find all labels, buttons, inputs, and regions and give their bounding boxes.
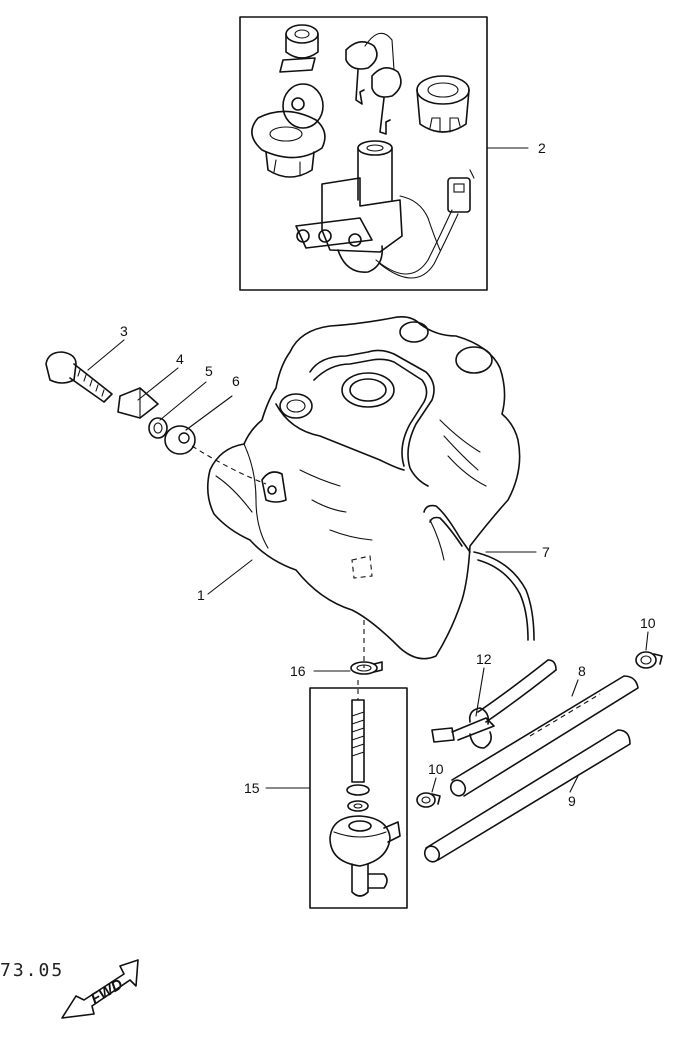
callout-3: 3: [120, 323, 128, 339]
lock-set-frame: [239, 16, 488, 291]
page-code: 73.05: [0, 960, 64, 981]
leader-9: [569, 775, 579, 793]
filler-cap-ring: [416, 75, 470, 133]
callout-12: 12: [476, 651, 492, 667]
callout-10-lower: 10: [428, 761, 444, 777]
callout-5: 5: [205, 363, 213, 379]
forward-direction-arrow: FWD: [61, 959, 139, 1019]
leader-1: [207, 559, 253, 595]
lock-set-group: 2: [239, 16, 546, 291]
callout-6: 6: [232, 373, 240, 389]
fuel-cap-assembly: [251, 83, 326, 178]
fuel-hose-8: [449, 675, 639, 797]
callout-10-upper: 10: [640, 615, 656, 631]
breather-hose: [473, 551, 535, 641]
callout-9: 9: [568, 793, 576, 809]
fwd-label: FWD: [88, 976, 126, 1008]
main-ignition-switch: [295, 140, 403, 273]
leader-4: [137, 367, 179, 401]
overflow-pipe-12: [431, 659, 557, 749]
leader-3: [87, 339, 125, 371]
callout-8: 8: [578, 663, 586, 679]
callout-7: 7: [542, 544, 550, 560]
leader-6: [185, 395, 233, 431]
hose-clip-10-upper: [635, 651, 663, 669]
leader-5: [159, 381, 207, 421]
fuel-hose-9: [423, 729, 631, 863]
hose-clip-16: [350, 661, 383, 675]
hose-clip-10-lower: [416, 792, 441, 808]
fuel-cock-group: [309, 680, 408, 909]
leader-10a: [645, 631, 649, 651]
fuel-cock-frame: [309, 687, 408, 909]
switch-wire-harness: [375, 169, 475, 279]
leader-8: [571, 679, 579, 697]
callout-1: 1: [197, 587, 205, 603]
callout-15: 15: [244, 780, 260, 796]
seat-lock-cylinder: [279, 24, 319, 73]
leader-12: [475, 667, 485, 717]
callout-16: 16: [290, 663, 306, 679]
mounting-bolt-set: [45, 351, 267, 485]
callout-4: 4: [176, 351, 184, 367]
key-pair: [345, 32, 402, 135]
callout-2: 2: [538, 140, 546, 156]
leader-10b: [431, 777, 437, 793]
fuel-tank: [206, 316, 521, 660]
